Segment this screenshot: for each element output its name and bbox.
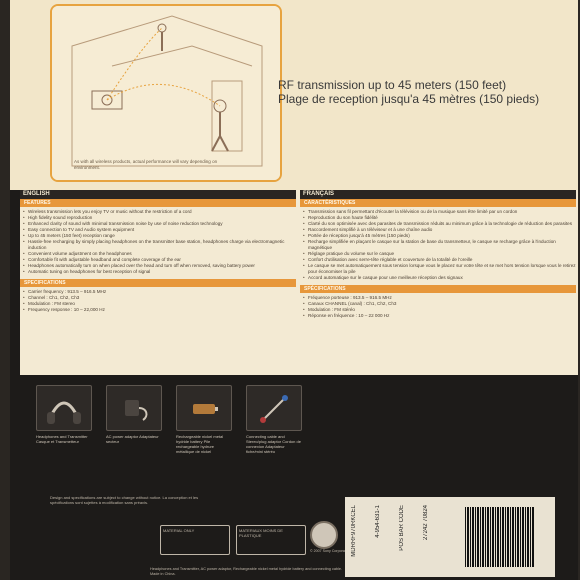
list-item: Wireless transmission lets you enjoy TV … [23, 209, 296, 215]
list-item: Portée de réception jusqu'à 45 mètres (1… [303, 233, 576, 239]
list-item: Headphones automatically turn on when pl… [23, 263, 296, 269]
list-item: Frequency response : 10 – 22,000 Hz [23, 307, 296, 313]
list-item: Recharge simplifiée en plaçant le casque… [303, 239, 576, 251]
list-item: Enhanced clarity of sound with minimal t… [23, 221, 296, 227]
product-code: MDRRF970RKCEL [351, 505, 357, 557]
list-item: Le casque se met automatiquement sous te… [303, 263, 576, 275]
headphones-icon [36, 385, 92, 431]
legal-text: Headphones and Transmitter, AC power ada… [150, 567, 343, 576]
corporation-text: © 2007 Sony Corporation [310, 549, 351, 553]
features-list-fr: Transmission sans fil permettant d'écout… [300, 209, 576, 281]
list-item: Canaux CHANNEL (canal) : Ch1, Ch2, Ch3 [303, 301, 576, 307]
accessory-adaptor: AC power adaptor Adaptateur secteur [106, 385, 162, 444]
battery-icon [176, 385, 232, 431]
list-item: Réponse en fréquence : 10 – 22 000 Hz [303, 313, 576, 319]
accessory-headphones: Headphones and Transmitter Casque et Tra… [36, 385, 92, 444]
material-text: MATERIAL ONLY [163, 528, 195, 533]
list-item: Clarté du son optimisée avec des parasit… [303, 221, 576, 227]
specifications-header: SPECIFICATIONS [20, 279, 296, 287]
code-panel: MDRRF970RKCEL 4-954-631-1 POS BAR CODE 2… [345, 497, 555, 577]
list-item: Channel : Ch1, Ch2, Ch3 [23, 295, 296, 301]
top-panel: As with all wireless products, actual pe… [10, 0, 578, 190]
cable-icon [246, 385, 302, 431]
list-item: Raccordement simplifié à un téléviseur e… [303, 227, 576, 233]
upc-code: 27242 70824 [423, 505, 429, 541]
list-item: Accord automatique sur le casque pour un… [303, 275, 576, 281]
material-text: MATERIAUX MOINS DE PLASTIQUE [239, 528, 283, 538]
pos-barcode-label: POS BAR CODE [399, 505, 405, 551]
list-item: Reproduction du son haute fidélité [303, 215, 576, 221]
list-item: Easy connection to TV and Audio system e… [23, 227, 296, 233]
serial-code: 4-954-631-1 [375, 505, 381, 538]
material-label-2: MATERIAUX MOINS DE PLASTIQUE [236, 525, 306, 555]
english-column: ENGLISH FEATURES Wireless transmission l… [20, 190, 296, 375]
design-notice: Design and specifications are subject to… [50, 495, 199, 505]
specifications-header-fr: SPÉCIFICATIONS [300, 285, 576, 293]
list-item: Hassle-free recharging by simply placing… [23, 239, 296, 251]
list-item: Fréquence porteuse : 913.5 – 916.5 MHz [303, 295, 576, 301]
list-item: Modulation : FM stereo [23, 301, 296, 307]
features-specs-panel: ENGLISH FEATURES Wireless transmission l… [20, 190, 578, 375]
list-item: Transmission sans fil permettant d'écout… [303, 209, 576, 215]
rf-transmission-en: RF transmission up to 45 meters (150 fee… [278, 78, 507, 92]
power-adaptor-icon [106, 385, 162, 431]
specifications-list-fr: Fréquence porteuse : 913.5 – 916.5 MHz C… [300, 295, 576, 319]
french-label: FRANÇAIS [300, 190, 576, 199]
list-item: Convenient volume adjustment on the head… [23, 251, 296, 257]
range-illustration: As with all wireless products, actual pe… [50, 4, 282, 182]
illustration-drawing [52, 6, 280, 180]
accessory-caption: Rechargeable nickel metal hydride batter… [176, 434, 224, 454]
specifications-list: Carrier frequency : 913.5 – 916.5 MHz Ch… [20, 289, 296, 313]
accessory-cable: Connecting cable and Stereo/plug adaptor… [246, 385, 302, 454]
accessory-caption: AC power adaptor Adaptateur secteur [106, 434, 159, 444]
list-item: Comfortable fit with adjustable headband… [23, 257, 296, 263]
list-item: Réglage pratique du volume sur le casque [303, 251, 576, 257]
accessory-battery: Rechargeable nickel metal hydride batter… [176, 385, 232, 454]
seal-icon [310, 521, 338, 549]
features-header: FEATURES [20, 199, 296, 207]
list-item: Carrier frequency : 913.5 – 916.5 MHz [23, 289, 296, 295]
list-item: Confort d'utilisation avec serre-tête ré… [303, 257, 576, 263]
english-label: ENGLISH [20, 190, 296, 199]
lower-panel: Headphones and Transmitter Casque et Tra… [10, 375, 578, 580]
features-list: Wireless transmission lets you enjoy TV … [20, 209, 296, 275]
product-box-back: As with all wireless products, actual pe… [10, 0, 578, 580]
features-header-fr: CARACTÉRISTIQUES [300, 199, 576, 207]
illustration-note: As with all wireless products, actual pe… [74, 159, 218, 170]
material-label-1: MATERIAL ONLY [160, 525, 230, 555]
accessory-caption: Connecting cable and Stereo/plug adaptor… [246, 434, 301, 454]
list-item: Automatic tuning on headphones for best … [23, 269, 296, 275]
barcode [465, 507, 535, 567]
french-column: FRANÇAIS CARACTÉRISTIQUES Transmission s… [300, 190, 576, 375]
list-item: High fidelity sound reproduction [23, 215, 296, 221]
list-item: Up to 45 meters (150 feet) reception ran… [23, 233, 296, 239]
list-item: Modulation : FM stéréo [303, 307, 576, 313]
accessory-caption: Headphones and Transmitter Casque et Tra… [36, 434, 88, 444]
rf-transmission-fr: Plage de reception jusqu'a 45 mètres (15… [278, 92, 540, 106]
